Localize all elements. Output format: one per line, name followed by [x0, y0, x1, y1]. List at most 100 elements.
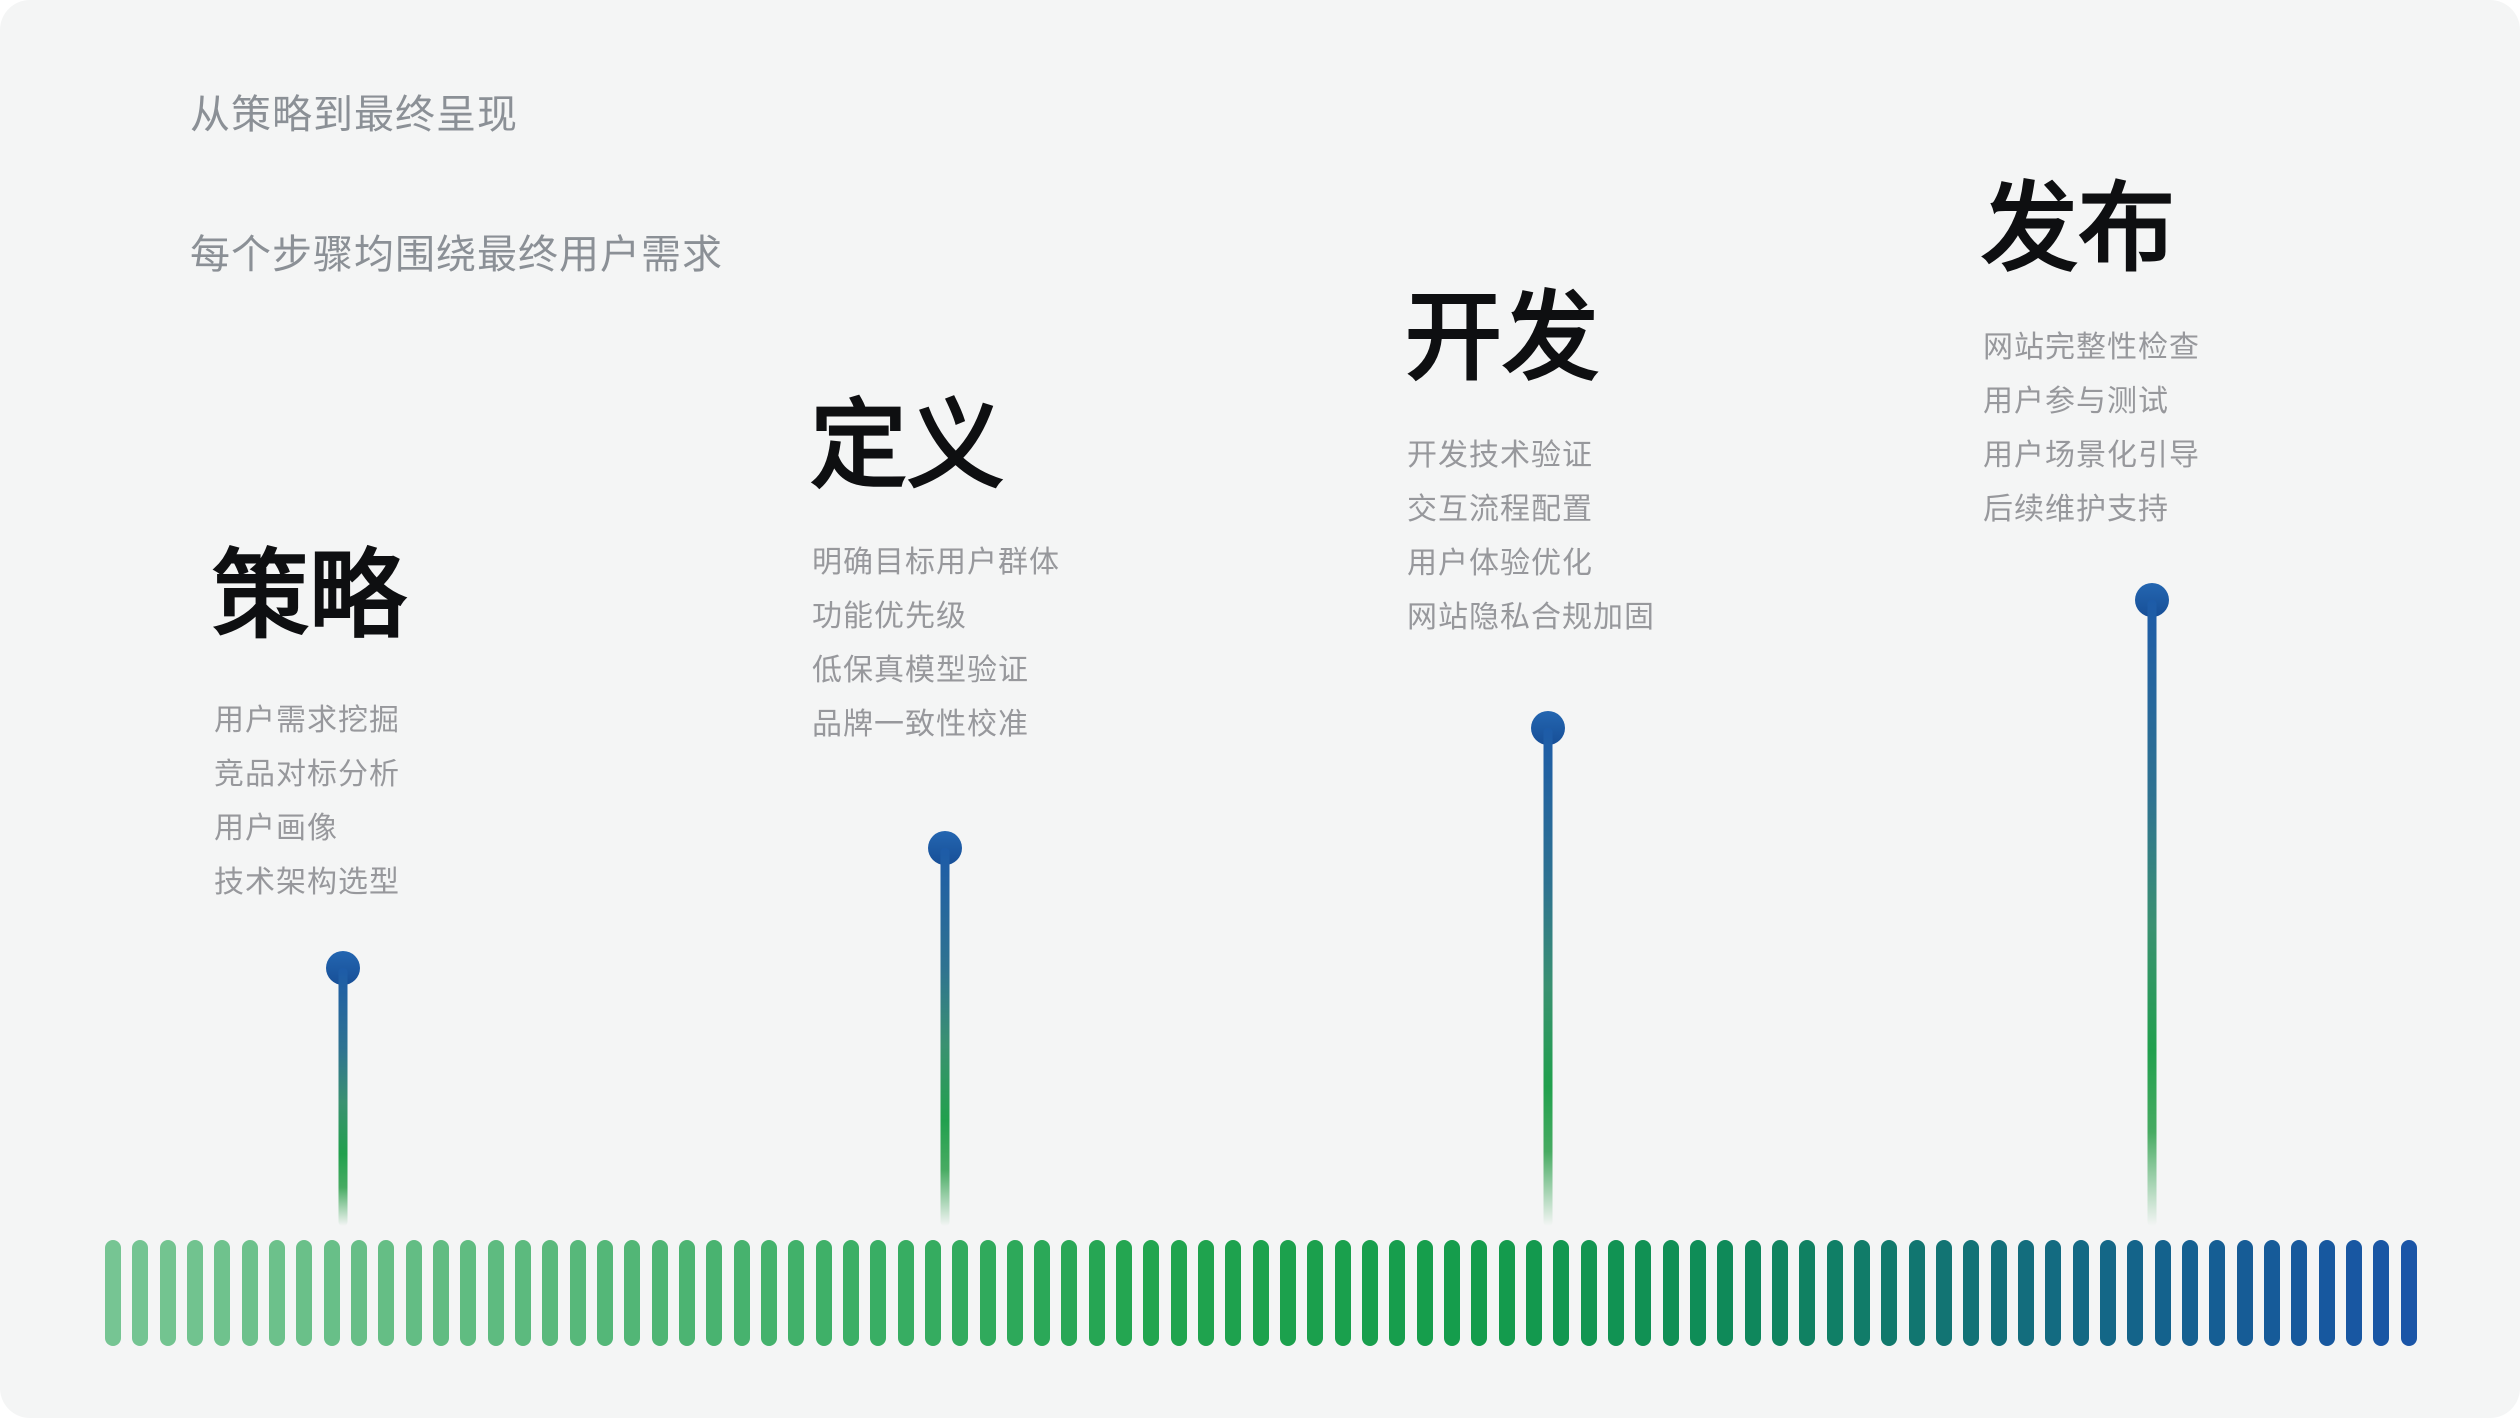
bar-tick: [1471, 1240, 1488, 1346]
bar-tick: [624, 1240, 641, 1346]
bar-tick: [268, 1240, 285, 1346]
pin-stem: [2147, 600, 2157, 1226]
bar-tick: [924, 1240, 941, 1346]
bar-tick: [733, 1240, 750, 1346]
bar-tick: [1553, 1240, 1570, 1346]
bar-tick: [1143, 1240, 1160, 1346]
stage-item: 交互流程配置: [1407, 493, 1593, 526]
bar-tick: [569, 1240, 586, 1346]
timeline-pin-launch: [2135, 583, 2169, 1226]
bar-tick: [378, 1240, 395, 1346]
bar-tick: [2099, 1240, 2116, 1346]
bar-tick: [1362, 1240, 1379, 1346]
bar-tick: [1854, 1240, 1870, 1346]
bar-tick: [1061, 1240, 1078, 1346]
stage-item: 功能优先级: [812, 600, 967, 633]
bar-tick: [952, 1240, 969, 1346]
stage-item: 低保真模型验证: [812, 654, 1029, 687]
stage-title-launch: 发布: [1981, 174, 2175, 283]
bar-tick: [1744, 1240, 1761, 1346]
timeline-bar: [105, 1240, 2417, 1346]
bar-tick: [159, 1240, 176, 1346]
bar-tick: [1334, 1240, 1351, 1346]
bar-tick: [870, 1240, 887, 1346]
bar-tick: [2209, 1240, 2226, 1346]
bar-tick: [651, 1240, 668, 1346]
bar-tick: [815, 1240, 832, 1346]
bar-tick: [1088, 1240, 1105, 1346]
stage-item: 用户参与测试: [1983, 385, 2169, 418]
stage-item: 用户画像: [214, 812, 338, 845]
bar-tick: [1526, 1240, 1543, 1346]
bar-tick: [2127, 1240, 2144, 1346]
bar-tick: [1006, 1240, 1023, 1346]
bar-tick: [842, 1240, 859, 1346]
bar-tick: [897, 1240, 914, 1346]
bar-tick: [1225, 1240, 1242, 1346]
bar-tick: [132, 1240, 149, 1346]
bar-tick: [1198, 1240, 1215, 1346]
bar-tick: [214, 1240, 231, 1346]
timeline-pin-strategy: [326, 951, 360, 1226]
bar-tick: [706, 1240, 723, 1346]
bar-tick: [2154, 1240, 2171, 1346]
bar-tick: [514, 1240, 531, 1346]
bar-tick: [487, 1240, 504, 1346]
bar-tick: [788, 1240, 805, 1346]
bar-tick: [760, 1240, 777, 1346]
bar-tick: [2318, 1240, 2335, 1346]
bar-tick: [2263, 1240, 2280, 1346]
bar-tick: [1034, 1240, 1051, 1346]
bar-tick: [1799, 1240, 1816, 1346]
bar-tick: [2045, 1240, 2062, 1346]
bar-tick: [2291, 1240, 2308, 1346]
bar-tick: [241, 1240, 258, 1346]
bar-tick: [2373, 1240, 2390, 1346]
bar-tick: [2017, 1240, 2034, 1346]
bar-tick: [678, 1240, 695, 1346]
bar-tick: [186, 1240, 203, 1346]
bar-tick: [1908, 1240, 1925, 1346]
page-subtitle: 从策略到最终呈现 每个步骤均围绕最终用户需求: [190, 80, 723, 290]
bar-tick: [1826, 1240, 1843, 1346]
bar-tick: [105, 1240, 121, 1346]
stage-item: 用户体验优化: [1407, 547, 1593, 580]
bar-tick: [1608, 1240, 1625, 1346]
bar-tick: [2072, 1240, 2089, 1346]
bar-tick: [1416, 1240, 1433, 1346]
bar-tick: [1717, 1240, 1734, 1346]
bar-tick: [1280, 1240, 1297, 1346]
stage-title-develop: 开发: [1405, 283, 1599, 392]
stage-title-define: 定义: [810, 391, 1004, 500]
bar-tick: [2236, 1240, 2253, 1346]
bar-tick: [1662, 1240, 1679, 1346]
bar-tick: [2345, 1240, 2362, 1346]
stage-item: 品牌一致性校准: [812, 708, 1029, 741]
bar-tick: [1990, 1240, 2007, 1346]
bar-tick: [542, 1240, 559, 1346]
stage-item: 网站完整性检查: [1983, 331, 2200, 364]
bar-tick: [1116, 1240, 1133, 1346]
stage-item: 开发技术验证: [1407, 439, 1593, 472]
bar-tick: [1580, 1240, 1597, 1346]
bar-tick: [1881, 1240, 1898, 1346]
stage-item: 后续维护支持: [1983, 493, 2169, 526]
bar-tick: [2181, 1240, 2198, 1346]
bar-tick: [1389, 1240, 1406, 1346]
stage-item: 技术架构选型: [214, 866, 400, 899]
pin-stem: [940, 848, 950, 1226]
stage-item: 明确目标用户群体: [812, 546, 1060, 579]
bar-tick: [1635, 1240, 1652, 1346]
bar-tick: [405, 1240, 422, 1346]
bar-tick: [1690, 1240, 1707, 1346]
pin-stem: [338, 968, 348, 1226]
bar-tick: [979, 1240, 996, 1346]
bar-tick: [1307, 1240, 1324, 1346]
bar-tick: [323, 1240, 340, 1346]
subtitle-line-2: 每个步骤均围绕最终用户需求: [190, 233, 723, 277]
bar-tick: [296, 1240, 313, 1346]
bar-tick: [1935, 1240, 1952, 1346]
bar-tick: [1252, 1240, 1269, 1346]
bar-tick: [350, 1240, 367, 1346]
timeline-pin-define: [928, 831, 962, 1226]
